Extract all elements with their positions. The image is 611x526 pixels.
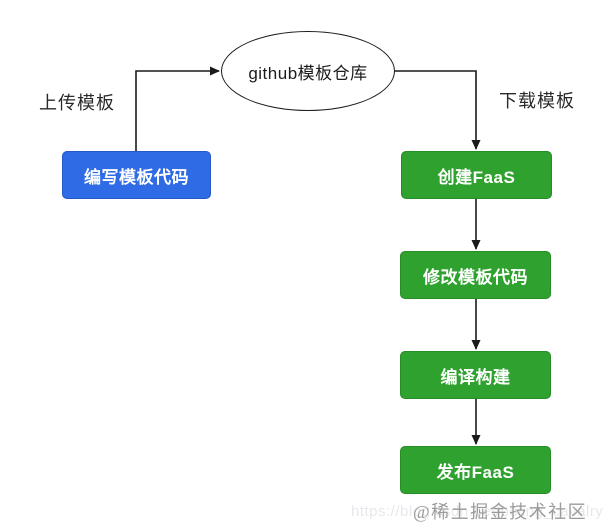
edge-label-upload: 上传模板 <box>39 93 115 113</box>
node-modify-template-code-label: 修改模板代码 <box>423 267 528 287</box>
node-modify-template-code: 修改模板代码 <box>400 251 551 299</box>
node-compile-build: 编译构建 <box>400 351 551 399</box>
node-write-template-code: 编写模板代码 <box>62 151 211 199</box>
arrow-write-to-repo <box>135 66 220 151</box>
node-publish-faas-label: 发布FaaS <box>436 462 515 482</box>
watermark-url: https://blog.csdn.net/boling_cavalry <box>351 503 604 520</box>
node-publish-faas: 发布FaaS <box>400 446 551 494</box>
node-create-faas-label: 创建FaaS <box>437 167 516 187</box>
node-github-repo-label: github模板仓库 <box>248 63 368 83</box>
node-github-repo: github模板仓库 <box>221 31 395 111</box>
edge-label-download: 下载模板 <box>499 91 575 111</box>
arrow-repo-to-create <box>395 70 481 150</box>
node-compile-build-label: 编译构建 <box>440 367 511 387</box>
watermark-community: @稀土掘金技术社区 <box>413 502 588 522</box>
node-create-faas: 创建FaaS <box>401 151 552 199</box>
node-write-template-code-label: 编写模板代码 <box>84 167 189 187</box>
